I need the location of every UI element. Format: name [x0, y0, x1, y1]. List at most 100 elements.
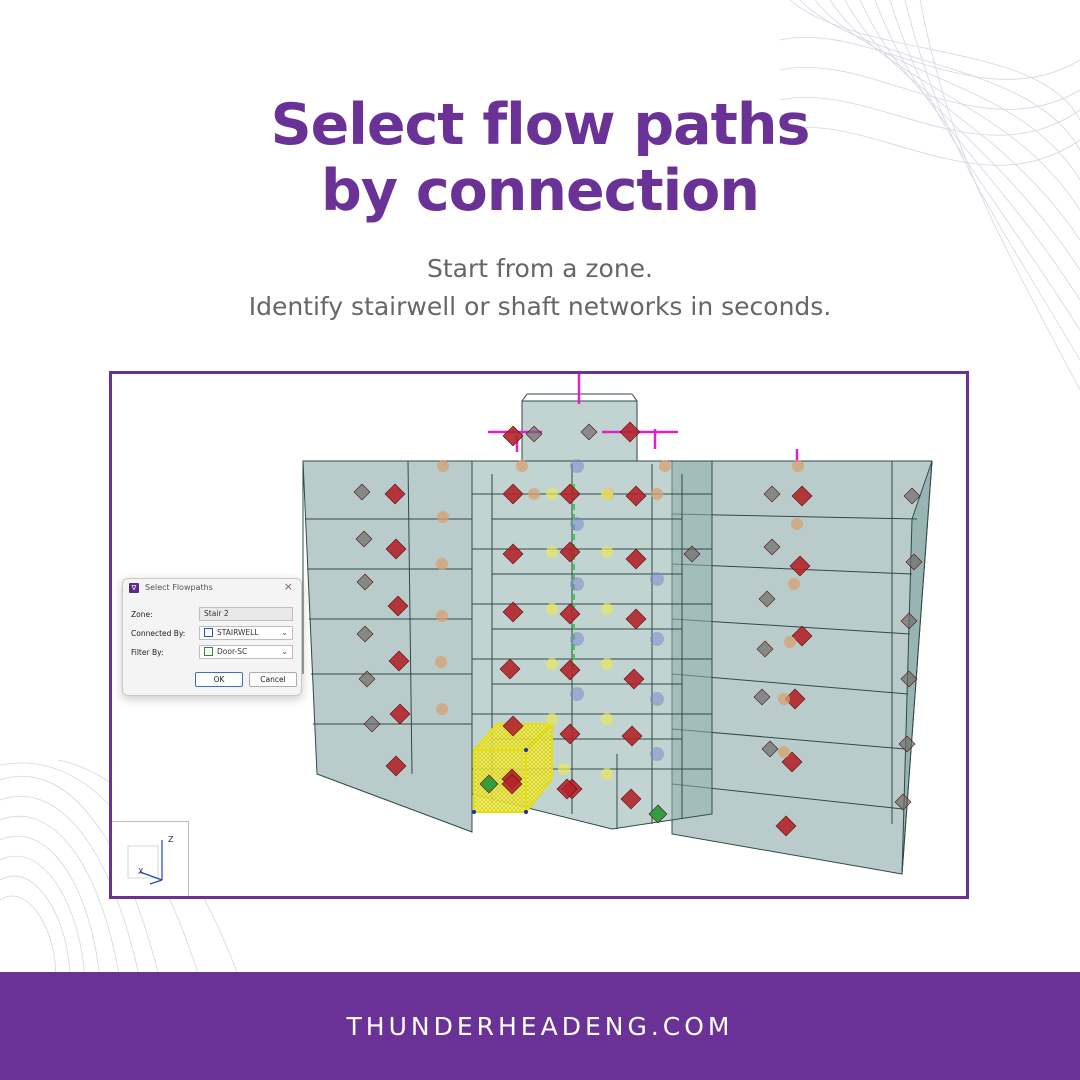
- filter-by-select[interactable]: Door-SC ⌄: [199, 645, 293, 659]
- door-flowpath-icon[interactable]: [625, 548, 647, 570]
- door-flowpath-icon[interactable]: [385, 538, 407, 560]
- exhaust-flowpath-icon[interactable]: [791, 518, 803, 530]
- stair-flowpath-icon[interactable]: [546, 488, 558, 500]
- shaft-flowpath-icon[interactable]: [650, 572, 664, 586]
- door-flowpath-icon[interactable]: [789, 555, 811, 577]
- door-flowpath-icon[interactable]: [387, 595, 409, 617]
- door-flowpath-icon[interactable]: [625, 485, 647, 507]
- exhaust-flowpath-icon[interactable]: [784, 636, 796, 648]
- door-flowpath-icon[interactable]: [559, 603, 581, 625]
- leakage-flowpath-icon[interactable]: [756, 640, 774, 658]
- exhaust-flowpath-icon[interactable]: [436, 558, 448, 570]
- leakage-flowpath-icon[interactable]: [761, 740, 779, 758]
- leakage-flowpath-icon[interactable]: [900, 670, 918, 688]
- door-flowpath-icon[interactable]: [559, 541, 581, 563]
- leakage-flowpath-icon[interactable]: [758, 590, 776, 608]
- leakage-flowpath-icon[interactable]: [355, 530, 373, 548]
- ok-button[interactable]: OK: [195, 672, 243, 687]
- leakage-flowpath-icon[interactable]: [580, 423, 598, 441]
- exhaust-flowpath-icon[interactable]: [435, 656, 447, 668]
- connected-by-select[interactable]: STAIRWELL ⌄: [199, 626, 293, 640]
- door-flowpath-icon[interactable]: [559, 483, 581, 505]
- door-flowpath-icon[interactable]: [623, 668, 645, 690]
- stair-flowpath-icon[interactable]: [546, 603, 558, 615]
- leakage-flowpath-icon[interactable]: [358, 670, 376, 688]
- door-flowpath-icon[interactable]: [625, 608, 647, 630]
- stair-flowpath-icon[interactable]: [601, 713, 613, 725]
- building-3d-model-viewport[interactable]: [112, 374, 966, 896]
- stair-flowpath-icon[interactable]: [601, 488, 613, 500]
- exhaust-flowpath-icon[interactable]: [436, 610, 448, 622]
- exhaust-flowpath-icon[interactable]: [437, 511, 449, 523]
- door-flowpath-icon[interactable]: [502, 601, 524, 623]
- leakage-flowpath-icon[interactable]: [763, 538, 781, 556]
- shaft-flowpath-icon[interactable]: [570, 687, 584, 701]
- dialog-title-bar[interactable]: ∇ Select Flowpaths ×: [123, 579, 301, 597]
- website-link[interactable]: THUNDERHEADENG.COM: [346, 1012, 734, 1041]
- flowpath-markers[interactable]: [353, 421, 923, 837]
- door-flowpath-icon[interactable]: [385, 755, 407, 777]
- door-flowpath-icon[interactable]: [621, 725, 643, 747]
- shaft-flowpath-icon[interactable]: [570, 459, 584, 473]
- door-flowpath-icon[interactable]: [501, 773, 523, 795]
- door-flowpath-icon[interactable]: [619, 421, 641, 443]
- exhaust-flowpath-icon[interactable]: [528, 488, 540, 500]
- shaft-flowpath-icon[interactable]: [650, 747, 664, 761]
- stair-flowpath-icon[interactable]: [546, 658, 558, 670]
- door-flowpath-icon[interactable]: [389, 703, 411, 725]
- door-flowpath-icon[interactable]: [791, 485, 813, 507]
- exhaust-flowpath-icon[interactable]: [651, 488, 663, 500]
- leakage-flowpath-icon[interactable]: [763, 485, 781, 503]
- leakage-flowpath-icon[interactable]: [356, 625, 374, 643]
- leakage-flowpath-icon[interactable]: [903, 487, 921, 505]
- cancel-button[interactable]: Cancel: [249, 672, 297, 687]
- door-flowpath-icon[interactable]: [791, 625, 813, 647]
- stair-flowpath-icon[interactable]: [601, 768, 613, 780]
- leakage-flowpath-icon[interactable]: [525, 425, 543, 443]
- door-flowpath-icon[interactable]: [502, 483, 524, 505]
- stair-flowpath-icon[interactable]: [601, 546, 613, 558]
- door-flowpath-icon[interactable]: [499, 658, 521, 680]
- exhaust-flowpath-icon[interactable]: [778, 746, 790, 758]
- door-flowpath-icon[interactable]: [502, 425, 524, 447]
- selected-door-flowpath-icon[interactable]: [479, 774, 499, 794]
- leakage-flowpath-icon[interactable]: [353, 483, 371, 501]
- door-flowpath-icon[interactable]: [384, 483, 406, 505]
- exhaust-flowpath-icon[interactable]: [436, 703, 448, 715]
- shaft-flowpath-icon[interactable]: [650, 632, 664, 646]
- exhaust-flowpath-icon[interactable]: [788, 578, 800, 590]
- exhaust-flowpath-icon[interactable]: [778, 693, 790, 705]
- exhaust-flowpath-icon[interactable]: [659, 460, 671, 472]
- leakage-flowpath-icon[interactable]: [683, 545, 701, 563]
- shaft-flowpath-icon[interactable]: [570, 632, 584, 646]
- leakage-flowpath-icon[interactable]: [894, 793, 912, 811]
- door-flowpath-icon[interactable]: [559, 659, 581, 681]
- door-flowpath-icon[interactable]: [388, 650, 410, 672]
- leakage-flowpath-icon[interactable]: [363, 715, 381, 733]
- exhaust-flowpath-icon[interactable]: [792, 460, 804, 472]
- leakage-flowpath-icon[interactable]: [356, 573, 374, 591]
- left-wing-zones[interactable]: [302, 460, 473, 833]
- door-flowpath-icon[interactable]: [502, 715, 524, 737]
- door-flowpath-icon[interactable]: [502, 543, 524, 565]
- stair-flowpath-icon[interactable]: [558, 763, 570, 775]
- stair-flowpath-icon[interactable]: [601, 603, 613, 615]
- exhaust-flowpath-icon[interactable]: [437, 460, 449, 472]
- stair-flowpath-icon[interactable]: [546, 546, 558, 558]
- door-flowpath-icon[interactable]: [556, 778, 578, 800]
- leakage-flowpath-icon[interactable]: [900, 612, 918, 630]
- leakage-flowpath-icon[interactable]: [898, 735, 916, 753]
- shaft-flowpath-icon[interactable]: [570, 577, 584, 591]
- stair-flowpath-icon[interactable]: [601, 658, 613, 670]
- stair-flowpath-icon[interactable]: [546, 713, 558, 725]
- selected-door-flowpath-icon[interactable]: [648, 804, 668, 824]
- shaft-flowpath-icon[interactable]: [570, 517, 584, 531]
- door-flowpath-icon[interactable]: [559, 723, 581, 745]
- zone-field[interactable]: Stair 2: [199, 607, 293, 621]
- leakage-flowpath-icon[interactable]: [753, 688, 771, 706]
- right-wing-zones[interactable]: [671, 460, 933, 875]
- close-icon[interactable]: ×: [283, 580, 293, 593]
- leakage-flowpath-icon[interactable]: [905, 553, 923, 571]
- door-flowpath-icon[interactable]: [620, 788, 642, 810]
- shaft-flowpath-icon[interactable]: [650, 692, 664, 706]
